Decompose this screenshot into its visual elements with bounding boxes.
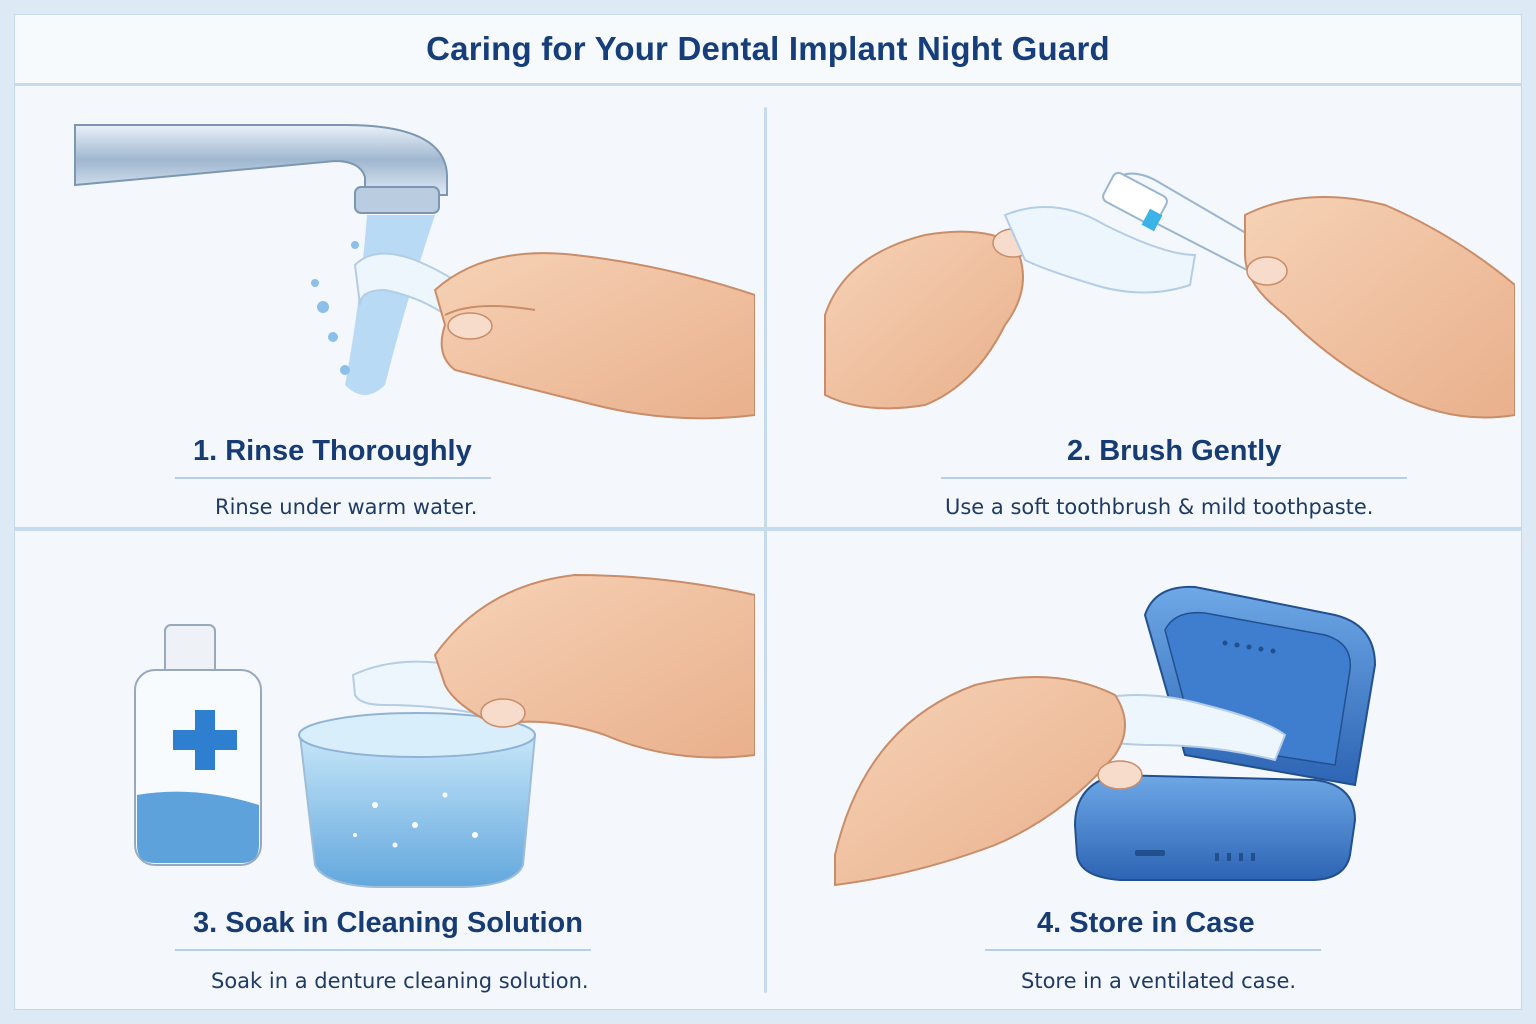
hand-icon xyxy=(433,252,755,420)
header: Caring for Your Dental Implant Night Gua… xyxy=(15,15,1521,86)
hand-icon xyxy=(1244,196,1515,419)
step-title: 1. Rinse Thoroughly xyxy=(193,435,472,467)
infographic-frame: Caring for Your Dental Implant Night Gua… xyxy=(14,14,1522,1010)
step-title: 2. Brush Gently xyxy=(1067,435,1282,467)
faucet-icon xyxy=(74,124,448,214)
hand-icon xyxy=(824,228,1034,410)
step-title-underline xyxy=(175,477,491,479)
glass-bowl-icon xyxy=(298,712,537,888)
night-guard-icon xyxy=(1073,694,1287,762)
page-title: Caring for Your Dental Implant Night Gua… xyxy=(426,30,1110,67)
step-title-underline xyxy=(941,477,1407,479)
hand-icon xyxy=(834,676,1143,887)
step-description: Soak in a denture cleaning solution. xyxy=(211,969,589,993)
step-panel-soak: 3. Soak in Cleaning Solution Soak in a d… xyxy=(15,555,755,993)
step-title-underline xyxy=(985,949,1321,951)
step-description: Rinse under warm water. xyxy=(215,495,478,519)
step-title: 3. Soak in Cleaning Solution xyxy=(193,907,583,939)
horizontal-divider xyxy=(15,527,1521,531)
step-title-underline xyxy=(175,949,591,951)
vertical-divider xyxy=(764,107,767,993)
step-description: Use a soft toothbrush & mild toothpaste. xyxy=(945,495,1374,519)
hand-icon xyxy=(433,573,755,759)
step-panel-brush: 2. Brush Gently Use a soft toothbrush & … xyxy=(775,85,1515,519)
step-panel-store: 4. Store in Case Store in a ventilated c… xyxy=(775,555,1515,993)
step-title: 4. Store in Case xyxy=(1037,907,1255,939)
step-panel-rinse: 1. Rinse Thoroughly Rinse under warm wat… xyxy=(15,85,755,519)
water-stream-icon xyxy=(311,215,435,395)
solution-bottle-icon xyxy=(134,624,262,866)
night-guard-icon xyxy=(1003,206,1197,294)
step-description: Store in a ventilated case. xyxy=(1021,969,1297,993)
